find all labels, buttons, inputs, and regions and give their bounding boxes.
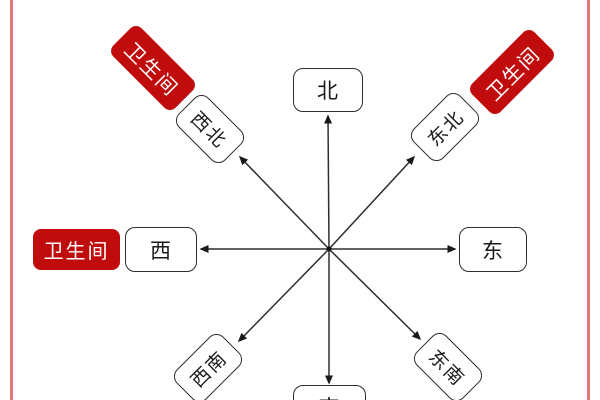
direction-label-east: 东 [482,238,504,263]
compass-arrow-northwest [238,155,330,250]
direction-box-north: 北 [293,68,363,112]
compass-arrow-north [324,114,333,250]
direction-box-west: 西 [125,227,197,272]
bathroom-badge-west: 卫生间 [33,229,120,270]
compass-arrow-northeast [328,155,416,250]
direction-label-south: 南 [319,392,341,400]
bathroom-badge-label: 卫生间 [43,239,110,263]
direction-box-south: 南 [293,385,366,400]
direction-box-east: 东 [459,227,527,272]
compass-center-dot [326,246,332,252]
left-page-border [10,0,13,400]
compass-arrow-southwest [237,248,330,343]
direction-label-north: 北 [317,79,339,103]
right-page-border [587,0,590,400]
compass-arrow-southeast [328,248,422,341]
direction-label-west: 西 [150,238,172,263]
